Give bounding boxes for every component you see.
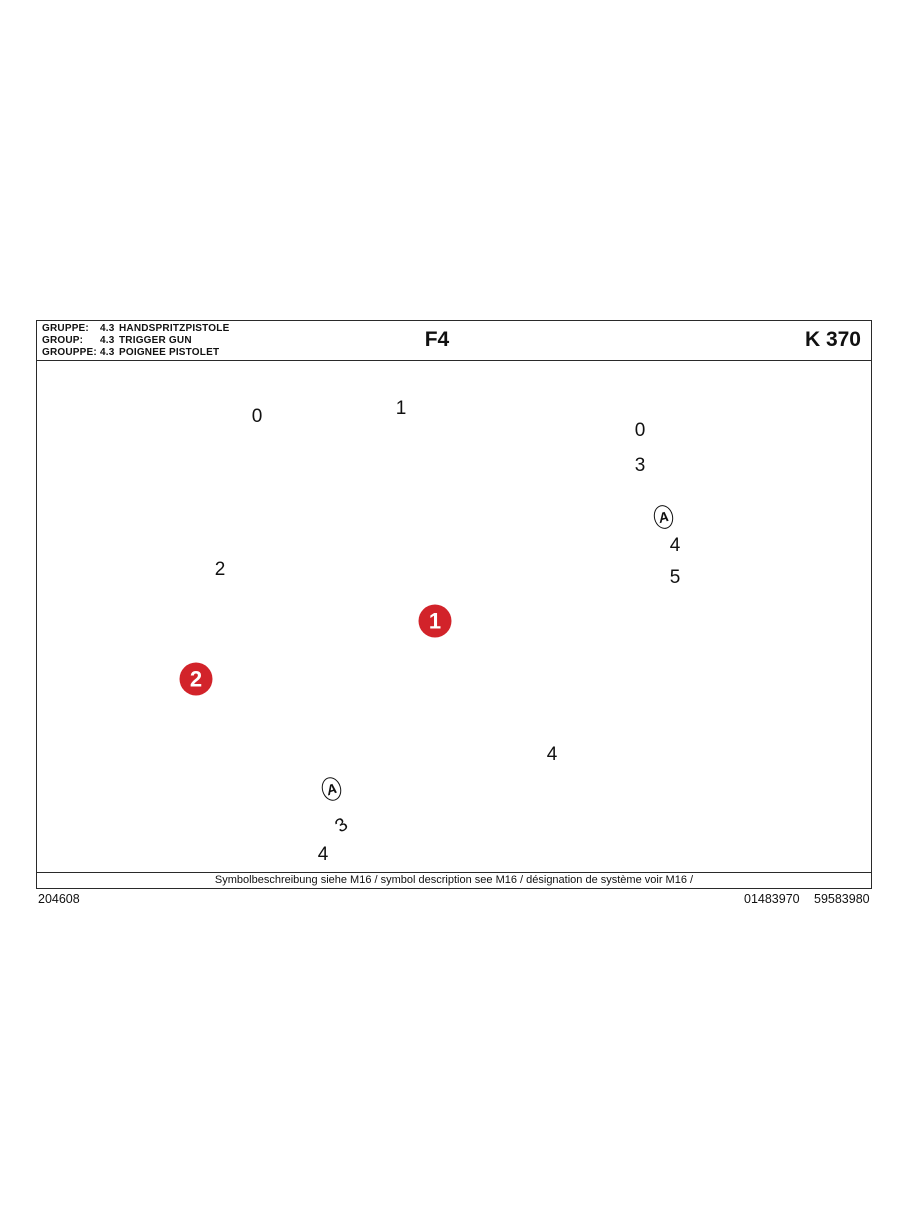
- group-name-en: TRIGGER GUN: [119, 335, 192, 346]
- doc-number: 204608: [38, 892, 80, 906]
- group-code-de: 4.3: [100, 323, 115, 334]
- group-code-en: 4.3: [100, 335, 115, 346]
- title-block: GRUPPE: 4.3 HANDSPRITZPISTOLE GROUP: 4.3…: [37, 321, 871, 361]
- group-rows: GRUPPE: 4.3 HANDSPRITZPISTOLE GROUP: 4.3…: [42, 323, 229, 359]
- group-code-fr: 4.3: [100, 347, 115, 358]
- callout-4-hose-right: 4: [669, 535, 681, 556]
- callout-4-hose-mid: 4: [546, 744, 558, 765]
- detail-badge-2: 2: [179, 662, 213, 696]
- ref-number-2: 59583980: [814, 892, 870, 906]
- group-label-fr: GROUPPE:: [42, 347, 97, 358]
- group-row-en: GROUP: 4.3 TRIGGER GUN: [42, 335, 229, 347]
- group-name-de: HANDSPRITZPISTOLE: [119, 323, 230, 334]
- symbol-note: Symbolbeschreibung siehe M16 / symbol de…: [37, 872, 871, 888]
- callout-5-oring-coupling: 5: [669, 567, 681, 588]
- detail-badge-1: 1: [418, 604, 452, 638]
- callout-4-hose-bottom: 4: [317, 844, 329, 865]
- drawing-frame: GRUPPE: 4.3 HANDSPRITZPISTOLE GROUP: 4.3…: [36, 320, 872, 889]
- group-row-de: GRUPPE: 4.3 HANDSPRITZPISTOLE: [42, 323, 229, 335]
- callout-0-left: 0: [251, 406, 263, 427]
- group-label-en: GROUP:: [42, 335, 84, 346]
- sheet-code: F4: [424, 328, 450, 351]
- callout-1-clip: 1: [395, 398, 407, 419]
- callout-0-right: 0: [634, 420, 646, 441]
- group-name-fr: POIGNEE PISTOLET: [119, 347, 220, 358]
- group-label-de: GRUPPE:: [42, 323, 89, 334]
- callout-3-oring-gun: 3: [634, 455, 646, 476]
- group-row-fr: GROUPPE: 4.3 POIGNEE PISTOLET: [42, 347, 229, 359]
- model-code: K 370: [804, 328, 861, 351]
- ref-number-1: 01483970: [744, 892, 800, 906]
- callout-2-spring: 2: [214, 559, 226, 580]
